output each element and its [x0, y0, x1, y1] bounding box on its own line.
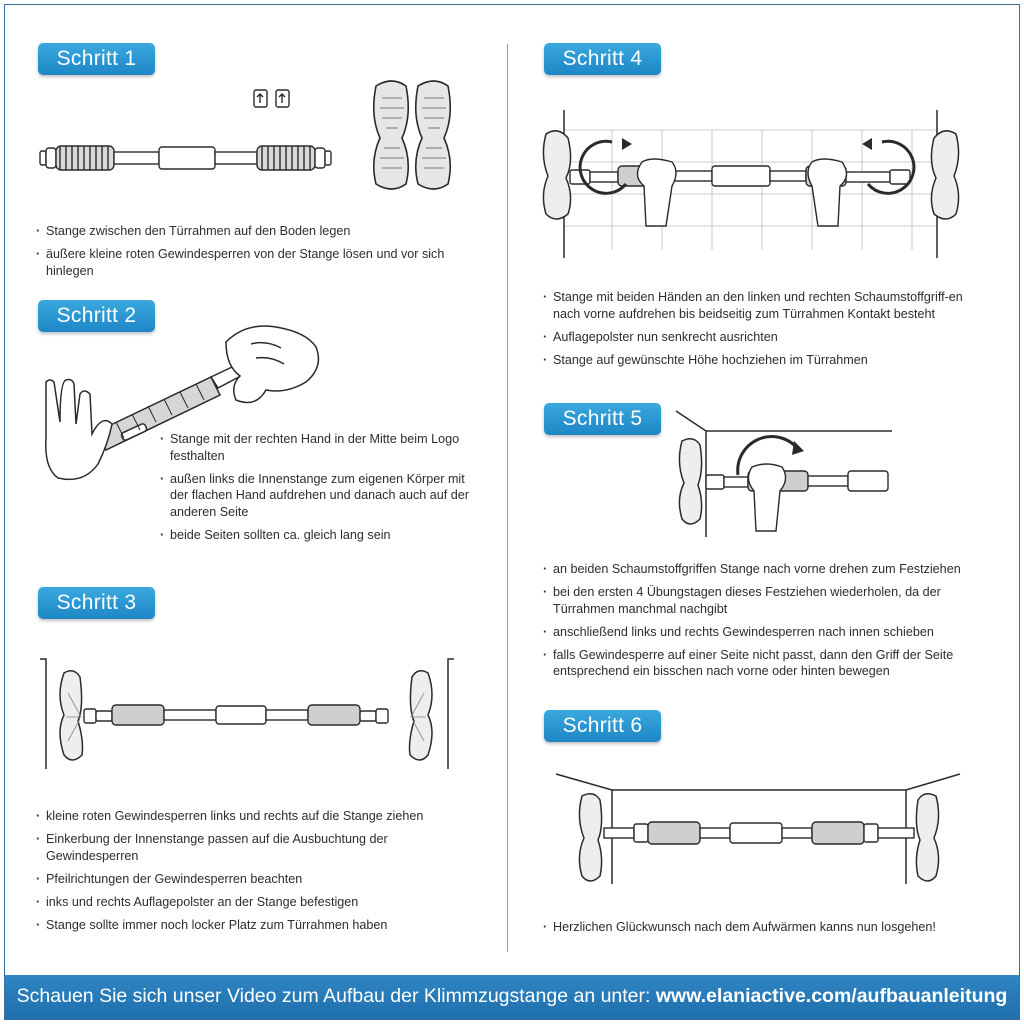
step-6-badge: Schritt 6 — [544, 710, 661, 742]
step-4-bullet: Auflagepolster nun senkrecht ausrichten — [543, 329, 983, 346]
step-4-bullet: Stange auf gewünschte Höhe hochziehen im… — [543, 352, 983, 369]
step-3-bullet: kleine roten Gewindesperren links und re… — [36, 808, 476, 825]
step-1-instructions: Stange zwischen den Türrahmen auf den Bo… — [36, 223, 456, 286]
step-3-badge: Schritt 3 — [38, 587, 155, 619]
step-1-badge: Schritt 1 — [38, 43, 155, 75]
column-divider — [507, 44, 508, 952]
step-2-badge: Schritt 2 — [38, 300, 155, 332]
footer-text: Schauen Sie sich unser Video zum Aufbau … — [16, 985, 656, 1007]
step-4-illustration — [542, 110, 960, 258]
step-3-illustration — [40, 658, 454, 769]
step-1-bullet: äußere kleine roten Gewindesperren von d… — [36, 246, 456, 279]
step-3-instructions: kleine roten Gewindesperren links und re… — [36, 808, 476, 940]
step-2-bullet: außen links die Innenstange zum eigenen … — [160, 471, 480, 521]
step-2-bullet: Stange mit der rechten Hand in der Mitte… — [160, 431, 480, 464]
step-2-instructions: Stange mit der rechten Hand in der Mitte… — [160, 431, 480, 550]
step-5-badge: Schritt 5 — [544, 403, 661, 435]
step-1-bullet: Stange zwischen den Türrahmen auf den Bo… — [36, 223, 456, 240]
step-4-bullet: Stange mit beiden Händen an den linken u… — [543, 289, 983, 322]
step-2-illustration — [45, 325, 320, 481]
step-6-bullet: Herzlichen Glückwunsch nach dem Aufwärme… — [543, 919, 993, 936]
step-6-instructions: Herzlichen Glückwunsch nach dem Aufwärme… — [543, 919, 993, 942]
step-5-instructions: an beiden Schaumstoffgriffen Stange nach… — [543, 561, 993, 686]
step-6-illustration — [555, 773, 961, 884]
step-1-illustration — [39, 80, 452, 190]
step-3-bullet: Stange sollte immer noch locker Platz zu… — [36, 917, 476, 934]
step-3-bullet: Einkerbung der Innenstange passen auf di… — [36, 831, 476, 864]
step-5-bullet: anschließend links und rechts Gewindespe… — [543, 624, 993, 641]
footer-url-link[interactable]: www.elaniactive.com/aufbauanleitung — [655, 985, 1008, 1007]
step-5-illustration — [675, 410, 892, 537]
step-4-badge: Schritt 4 — [544, 43, 661, 75]
step-3-bullet: Pfeilrichtungen der Gewindesperren beach… — [36, 871, 476, 888]
step-2-bullet: beide Seiten sollten ca. gleich lang sei… — [160, 527, 480, 544]
video-footer-banner: Schauen Sie sich unser Video zum Aufbau … — [5, 975, 1019, 1019]
step-5-bullet: bei den ersten 4 Übungstagen dieses Fest… — [543, 584, 993, 617]
step-5-bullet: an beiden Schaumstoffgriffen Stange nach… — [543, 561, 993, 578]
step-3-bullet: inks und rechts Auflagepolster an der St… — [36, 894, 476, 911]
step-5-bullet: falls Gewindesperre auf einer Seite nich… — [543, 647, 993, 680]
step-4-instructions: Stange mit beiden Händen an den linken u… — [543, 289, 983, 375]
page-frame — [4, 4, 1020, 1020]
